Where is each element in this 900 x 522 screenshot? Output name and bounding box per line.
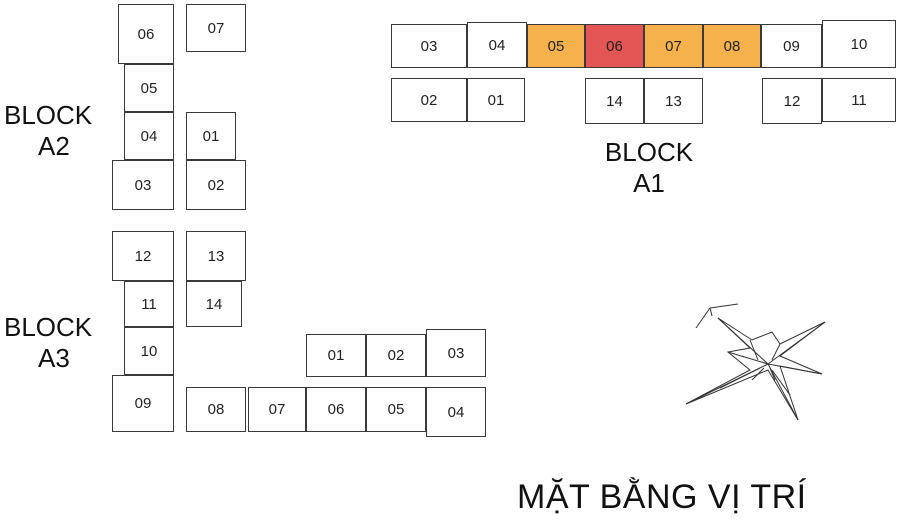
- unit-a3-09[interactable]: 09: [112, 375, 174, 432]
- unit-a1-08[interactable]: 08: [703, 24, 761, 68]
- block-a1-label-line2: A1: [633, 168, 665, 198]
- block-a3-label: BLOCK A3: [4, 312, 92, 374]
- unit-a1-13[interactable]: 13: [644, 78, 703, 124]
- unit-a3-11[interactable]: 11: [124, 281, 174, 327]
- unit-a1-07[interactable]: 07: [644, 24, 703, 68]
- unit-a3-02[interactable]: 02: [366, 334, 426, 377]
- unit-a3-06[interactable]: 06: [306, 387, 366, 432]
- unit-a2-04[interactable]: 04: [124, 112, 174, 160]
- unit-a1-01[interactable]: 01: [467, 78, 525, 122]
- block-a2-label: BLOCK A2: [4, 100, 92, 162]
- compass-rose-icon: [685, 303, 826, 421]
- unit-a2-07[interactable]: 07: [186, 4, 246, 52]
- unit-a2-01[interactable]: 01: [186, 112, 236, 160]
- unit-a1-14[interactable]: 14: [585, 78, 644, 124]
- unit-a1-05[interactable]: 05: [527, 24, 585, 68]
- unit-a1-12[interactable]: 12: [762, 78, 822, 124]
- unit-a3-05[interactable]: 05: [366, 387, 426, 432]
- unit-a3-13[interactable]: 13: [186, 231, 246, 281]
- unit-a1-06[interactable]: 06: [585, 24, 644, 68]
- unit-a3-12[interactable]: 12: [112, 231, 174, 281]
- unit-a3-04[interactable]: 04: [426, 387, 486, 437]
- block-a2-label-line2: A2: [38, 131, 70, 161]
- unit-a1-04[interactable]: 04: [467, 22, 527, 68]
- block-a2-label-line1: BLOCK: [4, 100, 93, 130]
- unit-a1-11[interactable]: 11: [822, 78, 896, 122]
- unit-a1-02[interactable]: 02: [391, 78, 467, 122]
- unit-a1-10[interactable]: 10: [822, 20, 896, 68]
- unit-a2-05[interactable]: 05: [124, 64, 174, 112]
- block-a1-label: BLOCK A1: [590, 137, 708, 199]
- unit-a3-10[interactable]: 10: [124, 327, 174, 375]
- unit-a1-03[interactable]: 03: [391, 24, 467, 68]
- unit-a2-02[interactable]: 02: [186, 160, 246, 210]
- block-a1-label-line1: BLOCK: [604, 137, 694, 167]
- unit-a3-14[interactable]: 14: [186, 281, 242, 327]
- unit-a3-07[interactable]: 07: [248, 387, 306, 432]
- block-a3-label-line2: A3: [38, 343, 70, 373]
- block-a3-label-line1: BLOCK: [4, 312, 93, 342]
- unit-a2-06[interactable]: 06: [118, 4, 174, 64]
- unit-a3-01[interactable]: 01: [306, 334, 366, 377]
- unit-a3-08[interactable]: 08: [186, 387, 246, 432]
- unit-a3-03[interactable]: 03: [426, 329, 486, 377]
- unit-a2-03[interactable]: 03: [112, 160, 174, 210]
- unit-a1-09[interactable]: 09: [761, 24, 822, 68]
- page-title: MẶT BẰNG VỊ TRÍ: [517, 478, 807, 516]
